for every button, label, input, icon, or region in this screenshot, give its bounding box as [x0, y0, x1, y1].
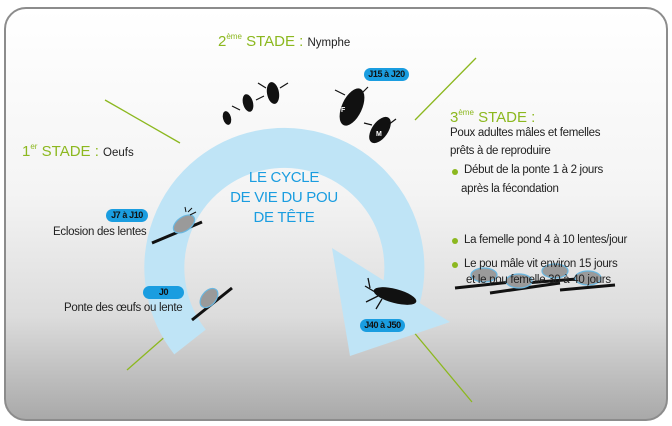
louse-legs [231, 82, 397, 126]
nit-icons [151, 206, 616, 322]
label-ponte: Ponte des œufs ou lente [64, 302, 183, 314]
badge-j0: J0 [143, 286, 184, 299]
hatching-nit-icon [172, 214, 196, 234]
badge-j15-j20: J15 à J20 [364, 68, 409, 81]
bullet-icon [452, 169, 458, 175]
male-mark: M [376, 131, 382, 138]
bullet-icon [452, 238, 458, 244]
female-mark: F [341, 107, 346, 114]
adult-female-louse-icon [339, 88, 365, 126]
nymph-icons [222, 82, 417, 310]
bullet3-line1: Le pou mâle vit environ 15 jours [464, 258, 618, 270]
leader-line-j40 [411, 329, 473, 403]
adult-male-louse-icon [369, 116, 391, 144]
nymph-small-icon [222, 111, 232, 125]
stage2-title: 2ème STADE : Nymphe [218, 32, 351, 50]
badge-j7-j10: J7 à J10 [106, 209, 148, 222]
center-title: LE CYCLE DE VIE DU POU DE TÊTE [220, 168, 348, 228]
bullet1-line2: après la fécondation [461, 183, 559, 195]
leader-lines [104, 57, 477, 403]
leader-line-stage3 [414, 57, 477, 121]
egg-icon [470, 267, 498, 283]
stage1-title: 1er STADE : Oeufs [22, 142, 134, 160]
cycle-arrow [144, 127, 425, 355]
egg-icon [541, 263, 569, 279]
bullet-icon [452, 262, 458, 268]
center-title-line3: DE TÊTE [253, 209, 315, 226]
bullet3-line2: et le pou femelle 30 à 40 jours [466, 274, 611, 286]
nymph-large-icon [266, 82, 280, 104]
center-title-line1: LE CYCLE [248, 169, 320, 186]
adult-louse-on-hair-icon [373, 287, 417, 305]
egg-icon [574, 270, 602, 286]
stage3-title: 3ème STADE : [450, 108, 536, 126]
nymph-medium-icon [242, 94, 254, 112]
egg-icon [505, 273, 533, 289]
bullet1-line1: Début de la ponte 1 à 2 jours [464, 164, 603, 176]
label-eclosion: Eclosion des lentes [53, 226, 147, 238]
nit-icon [199, 287, 219, 309]
center-title-line2: DE VIE DU POU [230, 189, 338, 206]
leader-line-stage1 [104, 99, 181, 144]
stage3-desc-line2: prêts à de reproduire [450, 145, 551, 157]
stage3-desc-line1: Poux adultes mâles et femelles [450, 127, 601, 139]
badge-j40-j50: J40 à J50 [360, 319, 405, 332]
bullet2-line1: La femelle pond 4 à 10 lentes/jour [464, 234, 628, 246]
